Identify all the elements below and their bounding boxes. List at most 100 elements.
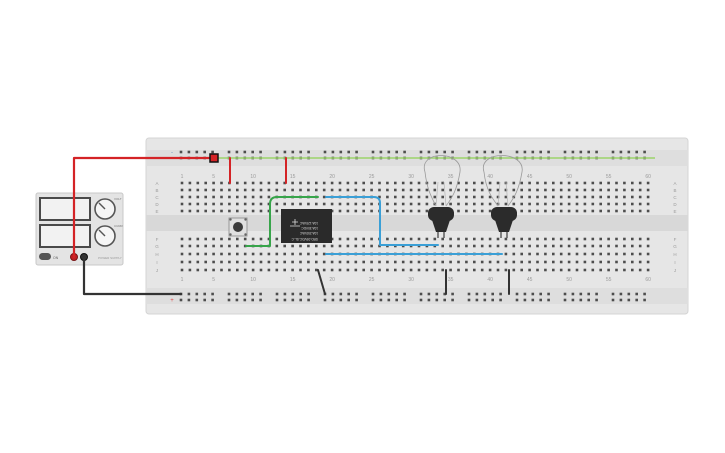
breadboard-hole[interactable] [583,209,587,213]
breadboard-hole[interactable] [409,260,413,264]
breadboard-hole[interactable] [220,252,223,256]
breadboard-hole[interactable] [401,202,405,206]
breadboard-hole[interactable] [243,195,247,199]
breadboard-hole[interactable] [595,150,598,154]
breadboard-hole[interactable] [419,292,423,296]
breadboard-hole[interactable] [362,202,365,206]
breadboard-hole[interactable] [212,252,215,256]
breadboard-hole[interactable] [623,188,626,192]
breadboard-hole[interactable] [635,150,638,154]
breadboard-hole[interactable] [395,292,398,296]
breadboard-hole[interactable] [283,298,287,302]
breadboard-hole[interactable] [552,268,555,272]
breadboard-hole[interactable] [451,298,454,302]
breadboard-hole[interactable] [643,150,646,154]
breadboard-hole[interactable] [220,188,223,192]
breadboard-hole[interactable] [195,298,199,302]
breadboard-hole[interactable] [528,260,531,264]
breadboard-hole[interactable] [354,202,358,206]
breadboard-hole[interactable] [259,298,262,302]
breadboard-hole[interactable] [615,237,618,241]
breadboard-hole[interactable] [180,260,184,264]
breadboard-hole[interactable] [338,268,342,272]
breadboard-hole[interactable] [346,181,350,185]
breadboard-hole[interactable] [291,252,294,256]
breadboard-hole[interactable] [607,268,610,272]
breadboard-hole[interactable] [355,292,358,296]
breadboard-hole[interactable] [425,209,429,213]
breadboard-hole[interactable] [370,237,373,241]
breadboard-hole[interactable] [196,244,200,248]
breadboard-hole[interactable] [228,260,231,264]
breadboard-hole[interactable] [504,268,508,272]
breadboard-hole[interactable] [243,237,247,241]
breadboard-hole[interactable] [307,188,310,192]
breadboard-hole[interactable] [619,150,623,154]
breadboard-hole[interactable] [433,188,437,192]
breadboard-hole[interactable] [579,298,583,302]
breadboard-hole[interactable] [467,298,471,302]
breadboard-hole[interactable] [395,150,398,154]
breadboard-hole[interactable] [401,188,405,192]
breadboard-hole[interactable] [488,244,492,248]
breadboard-hole[interactable] [631,209,634,213]
breadboard-hole[interactable] [259,209,263,213]
breadboard-hole[interactable] [623,268,626,272]
breadboard-hole[interactable] [267,188,271,192]
breadboard-hole[interactable] [370,202,373,206]
breadboard-hole[interactable] [583,268,587,272]
breadboard-hole[interactable] [346,268,350,272]
breadboard-hole[interactable] [235,298,239,302]
breadboard-hole[interactable] [220,260,223,264]
breadboard-hole[interactable] [443,150,446,154]
breadboard-hole[interactable] [615,195,618,199]
breadboard-hole[interactable] [465,237,468,241]
breadboard-hole[interactable] [251,268,255,272]
breadboard-hole[interactable] [196,252,200,256]
breadboard-hole[interactable] [465,202,468,206]
breadboard-hole[interactable] [267,260,271,264]
breadboard-hole[interactable] [552,202,555,206]
breadboard-hole[interactable] [491,292,494,296]
breadboard-hole[interactable] [591,209,595,213]
breadboard-hole[interactable] [591,260,595,264]
breadboard-hole[interactable] [433,237,437,241]
breadboard-hole[interactable] [212,181,215,185]
breadboard-hole[interactable] [291,292,295,296]
breadboard-hole[interactable] [267,237,271,241]
breadboard-hole[interactable] [275,202,279,206]
breadboard-hole[interactable] [354,188,358,192]
breadboard-hole[interactable] [643,298,646,302]
breadboard-hole[interactable] [378,260,381,264]
breadboard-hole[interactable] [330,260,334,264]
breadboard-hole[interactable] [441,188,444,192]
breadboard-hole[interactable] [480,237,484,241]
breadboard-hole[interactable] [528,188,531,192]
breadboard-hole[interactable] [646,252,650,256]
breadboard-hole[interactable] [441,195,444,199]
breadboard-hole[interactable] [531,150,535,154]
breadboard-hole[interactable] [204,188,207,192]
breadboard-hole[interactable] [251,150,254,154]
breadboard-hole[interactable] [451,292,454,296]
breadboard-hole[interactable] [575,268,579,272]
breadboard-hole[interactable] [188,209,192,213]
breadboard-hole[interactable] [267,268,271,272]
breadboard-hole[interactable] [196,181,200,185]
breadboard-hole[interactable] [180,209,184,213]
breadboard-hole[interactable] [315,202,318,206]
breadboard-hole[interactable] [283,260,286,264]
breadboard-hole[interactable] [631,268,634,272]
breadboard-hole[interactable] [251,237,255,241]
breadboard-hole[interactable] [536,237,539,241]
pushbutton[interactable] [228,217,248,237]
breadboard-hole[interactable] [591,268,595,272]
breadboard-hole[interactable] [331,292,335,296]
breadboard-hole[interactable] [499,292,502,296]
breadboard-hole[interactable] [188,237,192,241]
breadboard-hole[interactable] [575,181,579,185]
breadboard-hole[interactable] [220,209,223,213]
breadboard-hole[interactable] [638,244,642,248]
breadboard-hole[interactable] [631,202,634,206]
breadboard-hole[interactable] [251,252,255,256]
